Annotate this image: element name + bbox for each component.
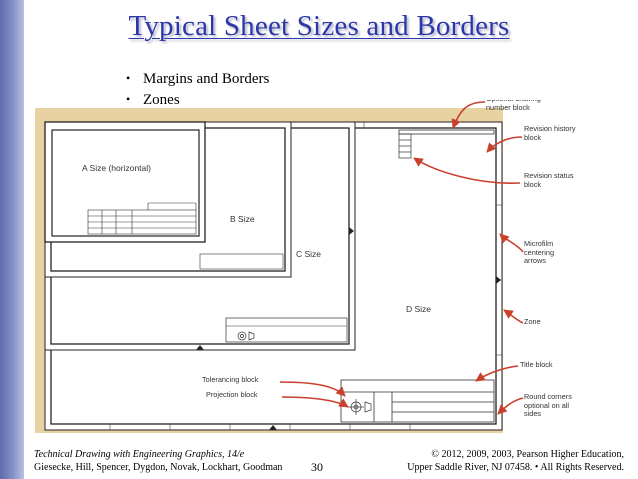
revision-history-block [398, 133, 412, 159]
bullet-dot-icon: • [126, 71, 131, 85]
tolerancing-block-label: Tolerancing block [202, 376, 259, 384]
round-corners-label: Round corners optional on all sides [524, 393, 572, 418]
callout-labels: Optional drawing number block Revision h… [202, 100, 576, 418]
d-size-label: D Size [406, 304, 431, 314]
sheet-size-diagram: D Size C Size B Size A Size ( [35, 100, 576, 433]
bullet-list: • Margins and Borders • Zones [126, 68, 269, 110]
slide-side-bar [0, 0, 24, 479]
b-size-label: B Size [230, 214, 255, 224]
revision-status-label: Revision status block [524, 172, 574, 189]
callout-arrows [279, 101, 524, 415]
projection-block-label: Projection block [206, 391, 258, 399]
projection-symbol-icon [348, 399, 372, 415]
footer-copyright-line2: Upper Saddle River, NJ 07458. • All Righ… [407, 462, 624, 473]
bullet-text: Margins and Borders [143, 71, 270, 87]
revision-history-label: Revision history block [524, 125, 576, 142]
title-block-label: Title block [520, 361, 553, 369]
a-size-label: A Size (horizontal) [82, 163, 151, 173]
optional-drawing-number-label: Optional drawing number block [486, 100, 541, 112]
microfilm-label: Microfilm centering arrows [524, 240, 555, 265]
zone-label: Zone [524, 318, 541, 326]
c-size-label: C Size [296, 249, 321, 259]
bullet-item: • Zones [126, 89, 269, 110]
footer-authors: Giesecke, Hill, Spencer, Dygdon, Novak, … [34, 462, 283, 473]
footer-copyright: © 2012, 2009, 2003, Pearson Higher Educa… [407, 448, 624, 474]
footer-citation: Technical Drawing with Engineering Graph… [34, 448, 282, 474]
projection-symbol-icon [237, 331, 255, 341]
bullet-text: Zones [143, 92, 180, 108]
bullet-dot-icon: • [126, 92, 131, 106]
sheet-a: A Size (horizontal) [44, 121, 206, 243]
page-number: 30 [311, 460, 323, 474]
slide-title: Typical Sheet Sizes and Borders [128, 10, 510, 42]
footer-copyright-line1: © 2012, 2009, 2003, Pearson Higher Educa… [431, 449, 624, 460]
bullet-item: • Margins and Borders [126, 68, 269, 89]
footer-book-title: Technical Drawing with Engineering Graph… [34, 449, 245, 460]
